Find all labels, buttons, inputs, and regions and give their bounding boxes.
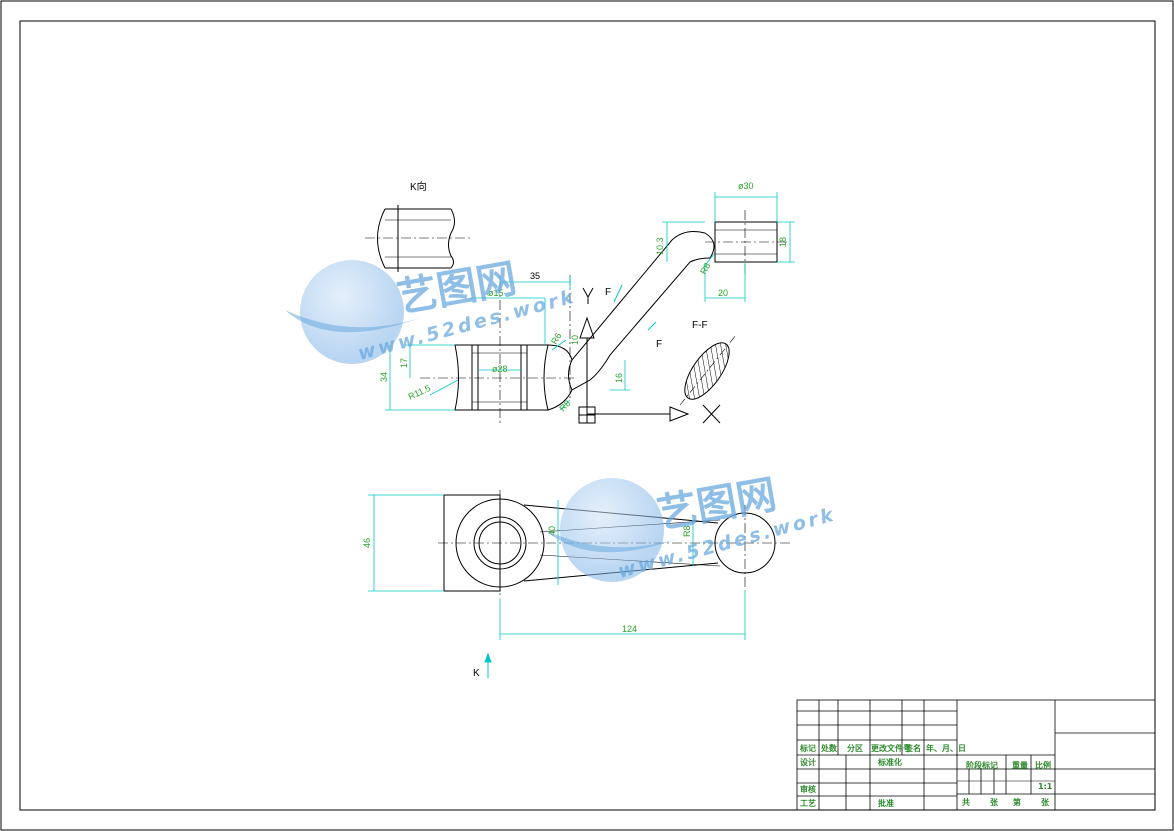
tb-review: 审核 (800, 784, 816, 794)
tb-design: 设计 (800, 757, 816, 767)
dim-r6: R6 (549, 331, 563, 346)
dim-34: 34 (379, 372, 389, 382)
dim-16: 16 (614, 373, 624, 383)
front-view-dimensions (385, 192, 795, 411)
tb-count: 处数 (820, 743, 838, 753)
dim-17: 17 (399, 358, 409, 368)
watermark-2: 艺图网 www.52des.work (545, 472, 838, 583)
k-view-label: K向 (410, 180, 427, 193)
k-arrow-label: K (473, 668, 480, 679)
dim-35: 35 (530, 271, 540, 281)
tb-ratio: 比例 (1035, 760, 1051, 770)
tb-date: 年、月、日 (926, 743, 966, 753)
tb-page: 张 (1041, 798, 1050, 807)
k-view (365, 205, 470, 272)
inner-frame (19, 20, 1156, 811)
tb-scale-value: 1:1 (1038, 782, 1053, 791)
tb-sheets: 张 (990, 798, 999, 807)
ucs-axes-icon (578, 287, 721, 424)
dim-r8-hub: R8 (557, 398, 572, 413)
dim-40: 40 (547, 526, 557, 536)
top-view-dimensions (368, 494, 746, 640)
dim-phi30: ø30 (738, 181, 754, 191)
tb-approve: 批准 (878, 798, 894, 808)
title-block (796, 699, 1156, 811)
tb-zone: 分区 (847, 743, 863, 753)
k-direction-arrow (484, 652, 492, 678)
dim-46: 46 (362, 538, 372, 548)
dim-phi15: ø15 (488, 288, 504, 298)
section-arrows (613, 284, 657, 331)
dim-124: 124 (622, 624, 637, 634)
tb-total: 共 (962, 797, 970, 807)
tb-weight: 重量 (1012, 760, 1028, 770)
dim-20: 20 (718, 288, 728, 298)
dim-r11-5: R11.5 (407, 383, 432, 402)
tb-signature: 签名 (904, 743, 921, 753)
tb-standardize: 标准化 (877, 757, 902, 767)
dim-10: 10 (570, 335, 580, 345)
tb-stage-mark: 阶段标记 (966, 760, 998, 770)
section-arrow-f-1: F (605, 287, 611, 298)
tb-page-no: 第 (1013, 797, 1021, 807)
dim-phi28: ø28 (492, 364, 508, 374)
title-block-labels: 标记 处数 分区 更改文件号 签名 年、月、日 设计 标准化 阶段标记 重量 比… (799, 743, 1053, 808)
dim-r8-boss: R8 (698, 261, 712, 276)
dim-18: 18 (778, 237, 788, 247)
section-ff-label: F-F (692, 320, 708, 331)
section-arrow-f-2: F (656, 339, 662, 350)
dim-10-3: 10.3 (655, 237, 665, 255)
tb-mark: 标记 (799, 743, 816, 753)
dim-r8-top: R8 (682, 525, 692, 537)
tb-process: 工艺 (800, 798, 816, 808)
section-ff-view (679, 334, 737, 406)
tb-change-doc: 更改文件号 (871, 743, 911, 753)
